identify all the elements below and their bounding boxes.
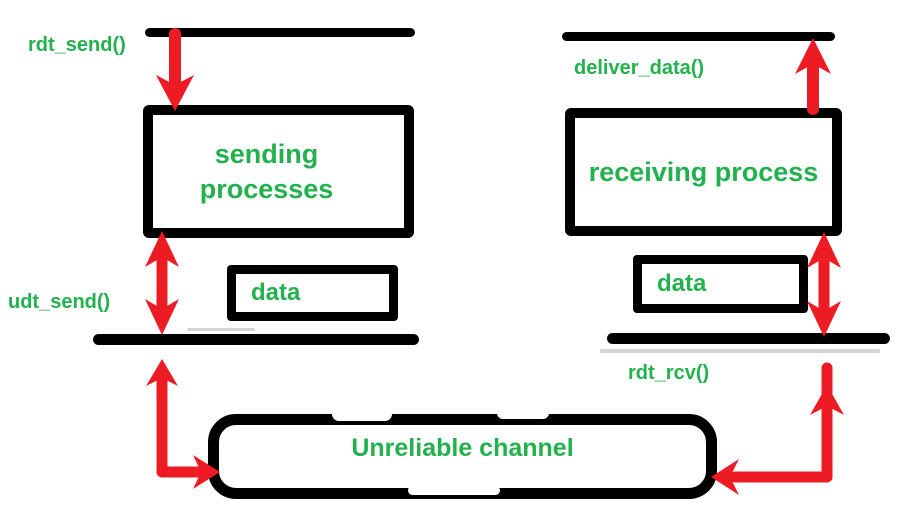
receiving-process-label: receiving process [588,156,819,187]
channel-border-notch [332,407,392,421]
arrow-deliver-data-up [795,38,831,115]
data-label-right: data [657,270,707,297]
sender-channel-interface-line [93,334,419,345]
arrow-receiver-to-channel [711,362,844,495]
smudge-line-right [600,349,880,353]
unreliable-channel-label: Unreliable channel [351,434,574,462]
arrow-udt-send-double [145,231,179,335]
sending-process-label-line1: sending [214,138,319,169]
arrow-rdt-send-down [156,28,194,111]
receiving-process-box: receiving process [565,108,842,236]
data-label-left: data [251,279,301,306]
channel-border-notch [497,407,549,419]
receiver-channel-interface-line [607,333,890,344]
arrow-rdt-rcv-double [807,232,841,337]
udt-send-label: udt_send() [8,291,111,313]
data-box-right: data [633,255,808,313]
data-box-left: data [227,265,398,321]
sending-process-label-line2: processes [199,173,334,204]
sending-process-box: sending processes [143,105,414,238]
sender-app-interface-line [145,28,415,37]
channel-border-notch [408,486,500,495]
receiver-app-interface-line [562,32,835,41]
deliver-data-label: deliver_data() [574,57,705,79]
smudge-line-left [187,328,255,331]
rdt-send-label: rdt_send() [28,34,126,56]
rdt-rcv-label: rdt_rcv() [628,362,710,384]
